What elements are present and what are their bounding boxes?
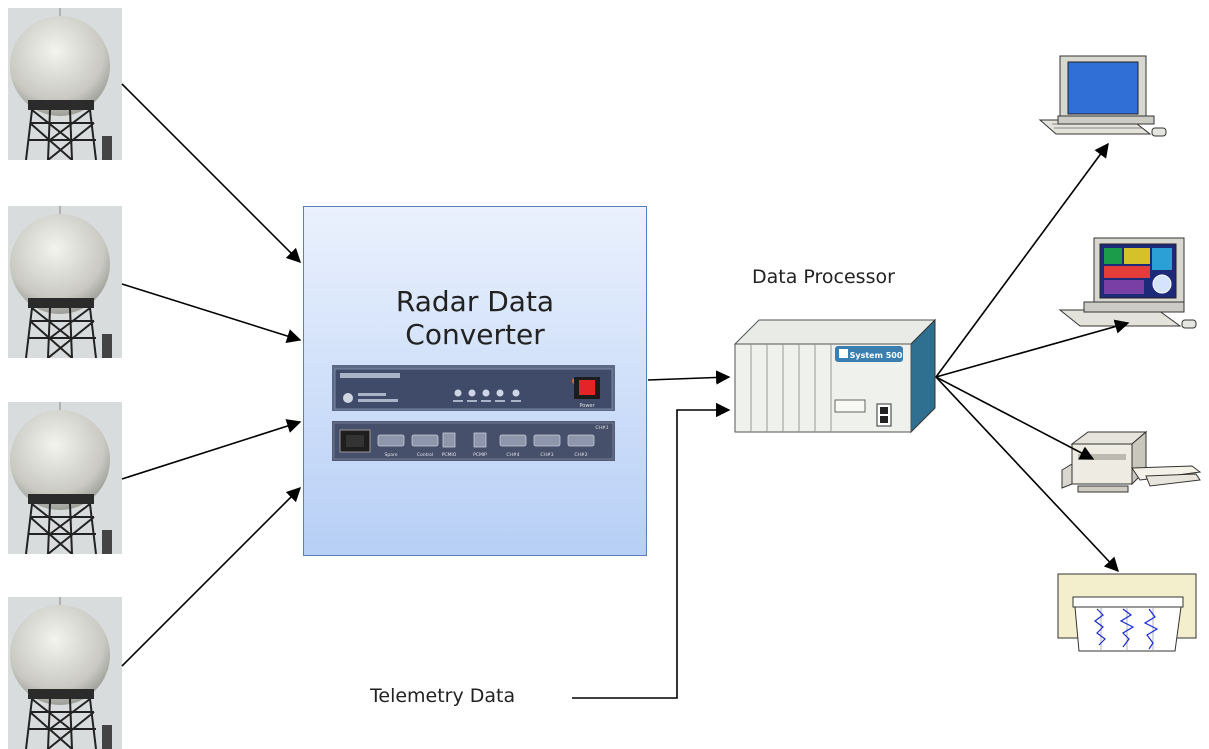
port-label-ch1: CH#1 — [595, 425, 608, 431]
converter-title-line-1: Radar Data — [395, 285, 555, 318]
radar-dome-icon — [10, 402, 112, 554]
data-processor-icon: System 500 — [733, 318, 937, 434]
arrow-radar1-to-converter — [121, 83, 302, 264]
converter-title: Radar Data Converter — [304, 285, 646, 351]
power-label: Power — [579, 403, 595, 409]
radar-data-converter-box: Radar Data Converter Power — [303, 206, 647, 556]
computer-icon — [1038, 55, 1167, 137]
port-label-pcmio: PCMIO — [442, 452, 457, 458]
arrow-radar2-to-converter — [121, 283, 302, 343]
converter-back-panel-image: Spare Control PCMIO PCMIP CH#4 CH#3 CH#2… — [332, 421, 615, 461]
converter-front-panel-image: Power — [332, 365, 615, 411]
arrow-processor-to-computer — [935, 142, 1109, 378]
radar-dome-icon — [10, 206, 112, 358]
radar-dome-image-1 — [8, 8, 122, 160]
port-label-ch4: CH#4 — [506, 452, 519, 458]
data-processor-label: Data Processor — [752, 266, 895, 288]
port-label-ch2: CH#2 — [574, 452, 587, 458]
telemetry-data-label: Telemetry Data — [370, 685, 516, 707]
radar-dome-icon — [10, 597, 112, 749]
radar-dome-image-3 — [8, 402, 122, 554]
arrow-radar4-to-converter — [121, 486, 302, 667]
system-500-badge: System 500 — [850, 351, 903, 360]
radar-dome-image-4 — [8, 597, 122, 749]
converter-title-line-2: Converter — [405, 318, 545, 351]
arrow-converter-to-processor — [647, 370, 731, 385]
port-label-spare: Spare — [385, 452, 398, 458]
arrow-processor-to-printer — [935, 376, 1095, 460]
radar-dome-icon — [10, 8, 112, 160]
port-label-pcmip: PCMIP — [473, 452, 487, 458]
arrow-telemetry-to-processor — [572, 402, 731, 699]
arrow-processor-to-recorder — [935, 376, 1119, 573]
arrow-processor-to-workstation — [935, 319, 1130, 378]
workstation-icon — [1058, 237, 1197, 329]
port-label-control: Control — [417, 452, 433, 458]
chart-recorder-icon — [1057, 573, 1197, 652]
radar-dome-image-2 — [8, 206, 122, 358]
port-label-ch3: CH#3 — [540, 452, 553, 458]
arrow-radar3-to-converter — [121, 419, 302, 480]
